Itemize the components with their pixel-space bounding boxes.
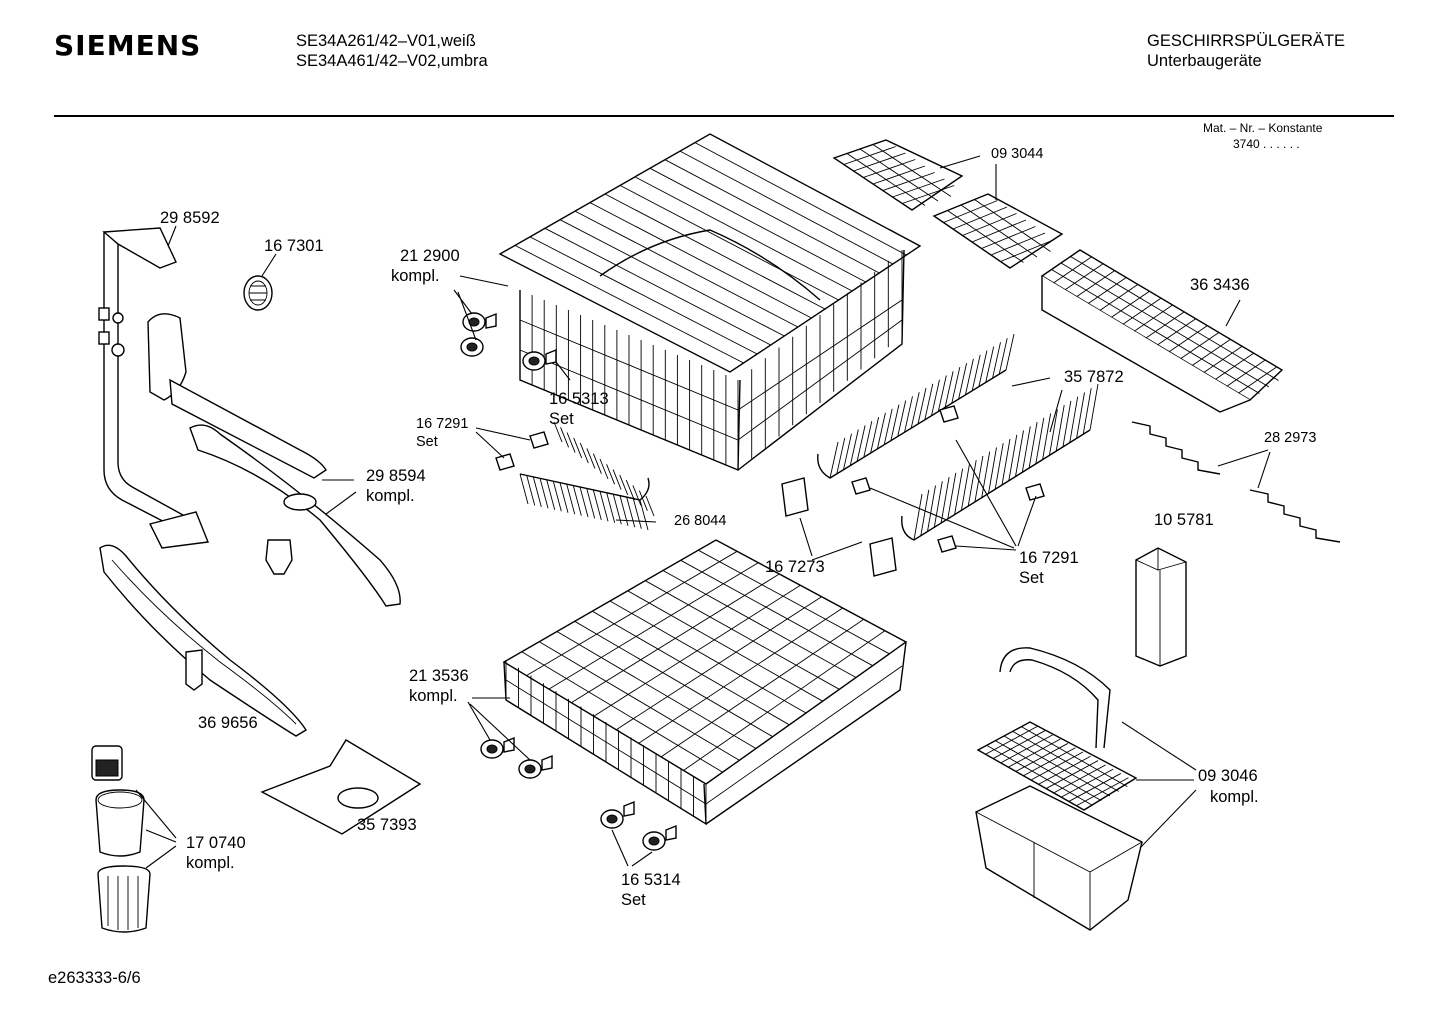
cutlery-tray-drawing (1040, 249, 1284, 413)
part-note-212900: kompl. (391, 267, 440, 285)
part-number-167273: 16 7273 (765, 558, 825, 576)
part-number-268044: 26 8044 (674, 513, 727, 529)
stepped-racks-drawing (1131, 421, 1341, 543)
holders-drawing (781, 477, 897, 577)
part-number-165314: 16 5314 (621, 871, 681, 889)
model-line-2: SE34A461/42–V02,umbra (296, 52, 488, 70)
part-note-298594: kompl. (366, 487, 415, 505)
brand-logo: SIEMENS (54, 29, 202, 62)
part-number-105781: 10 5781 (1154, 511, 1214, 529)
lower-basket-drawing (502, 539, 908, 826)
part-note-170740: kompl. (186, 854, 235, 872)
part-number-167291-lower: 16 7291 (1019, 549, 1079, 567)
part-note-213536: kompl. (409, 687, 458, 705)
filter-set-drawing (91, 745, 151, 933)
part-number-363436: 36 3436 (1190, 276, 1250, 294)
constant-value: 3740 . . . . . . (1233, 137, 1300, 151)
part-note-165314: Set (621, 891, 646, 909)
cutlery-basket-drawing (975, 647, 1143, 931)
part-number-213536: 21 3536 (409, 667, 469, 685)
part-note-167291-lower: Set (1019, 569, 1044, 587)
part-note-167291-upper: Set (416, 434, 438, 450)
cup-shelves-drawing (832, 139, 1064, 269)
lower-spray-arm-drawing (99, 544, 307, 737)
part-number-165313: 16 5313 (549, 390, 609, 408)
lower-basket-rollers-drawing (480, 736, 677, 851)
clips-drawing (495, 405, 1045, 553)
part-number-298594: 29 8594 (366, 467, 426, 485)
filter-disk-drawing (243, 275, 273, 311)
part-note-093046: kompl. (1210, 788, 1259, 806)
spray-arm-holder-drawing (147, 313, 401, 607)
upper-basket-rollers-drawing (460, 312, 557, 371)
part-number-167291-upper: 16 7291 (416, 416, 469, 432)
part-number-357872: 35 7872 (1064, 368, 1124, 386)
leader-lines (135, 155, 1271, 869)
supply-pipe-drawing (98, 227, 193, 531)
subcategory-title: Unterbaugeräte (1147, 52, 1262, 70)
part-number-282973: 28 2973 (1264, 430, 1317, 446)
part-number-093044: 09 3044 (991, 146, 1044, 162)
part-number-093046: 09 3046 (1198, 767, 1258, 785)
part-number-167301: 16 7301 (264, 237, 324, 255)
upper-basket-drawing (498, 133, 922, 472)
part-number-170740: 17 0740 (186, 834, 246, 852)
part-note-165313: Set (549, 410, 574, 428)
model-line-1: SE34A261/42–V01,weiß (296, 32, 476, 50)
part-number-369656: 36 9656 (198, 714, 258, 732)
tine-rows-drawing (519, 333, 1099, 541)
part-number-357393: 35 7393 (357, 816, 417, 834)
drawing-id: e263333-6/6 (48, 969, 141, 987)
cover-plate-drawing (260, 739, 422, 835)
constant-label: Mat. – Nr. – Konstante (1203, 121, 1323, 135)
part-number-298592: 29 8592 (160, 209, 220, 227)
category-title: GESCHIRRSPÜLGERÄTE (1147, 32, 1346, 50)
basket-insert-drawing (1135, 547, 1187, 667)
part-number-212900: 21 2900 (400, 247, 460, 265)
